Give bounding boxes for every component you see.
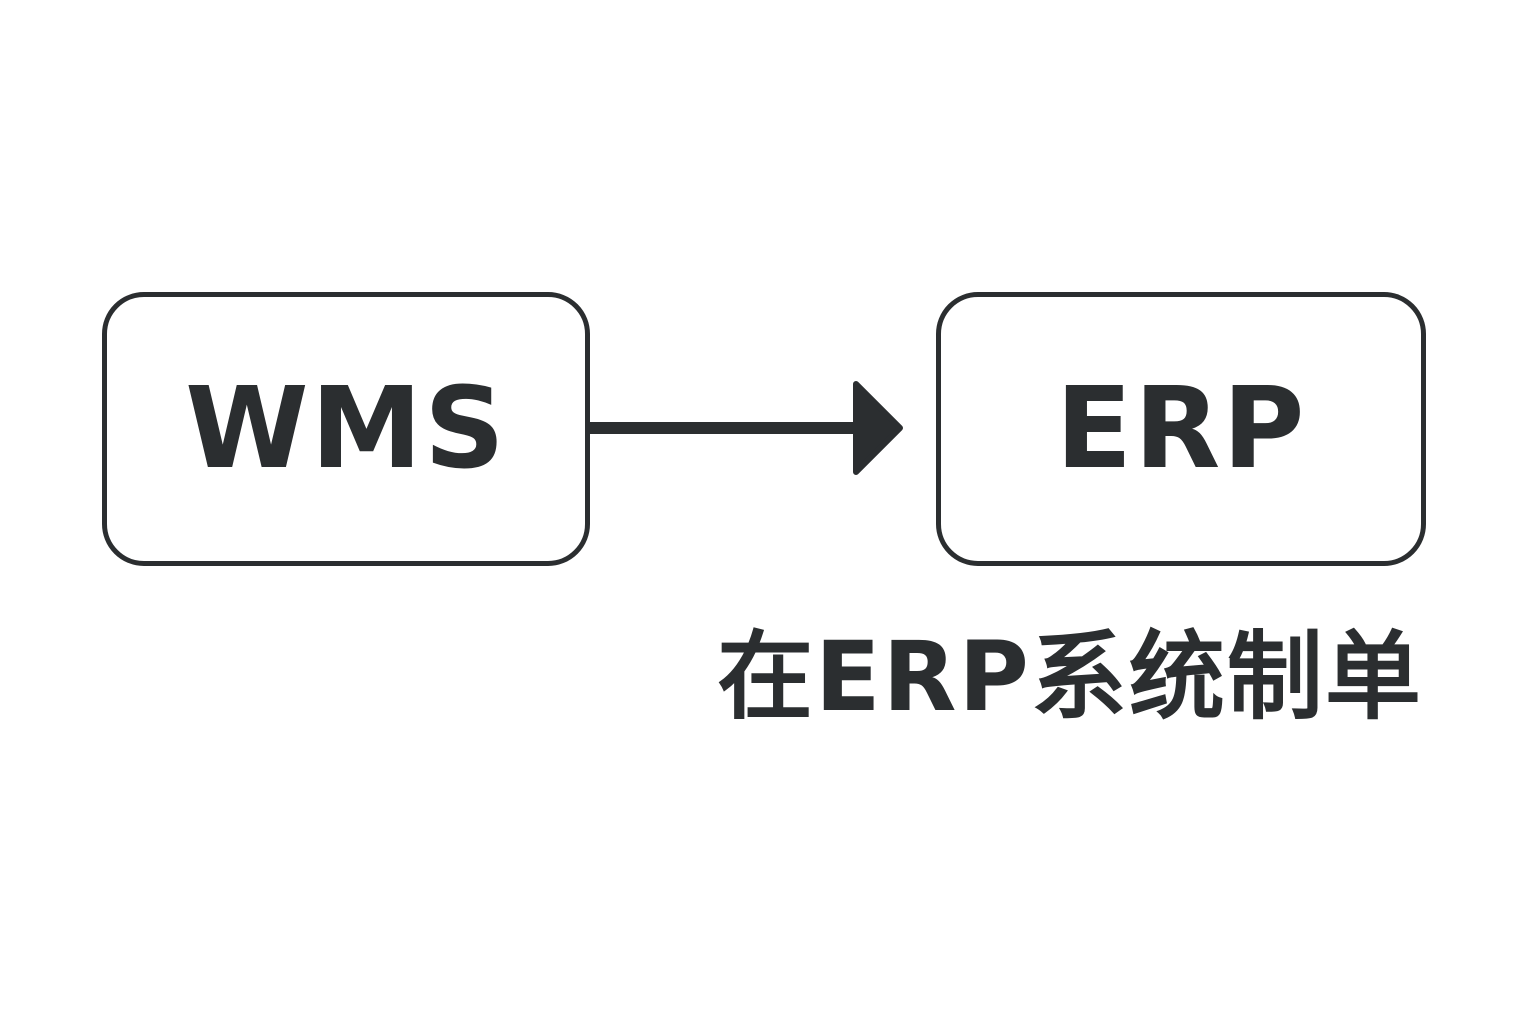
wms-node-label: WMS (185, 364, 507, 494)
flow-arrow-head (853, 381, 903, 475)
erp-node-label: ERP (1055, 364, 1307, 494)
erp-node: ERP (936, 292, 1426, 566)
wms-node: WMS (102, 292, 590, 566)
flow-arrow (588, 381, 903, 475)
erp-caption: 在ERP系统制单 (717, 621, 1423, 733)
